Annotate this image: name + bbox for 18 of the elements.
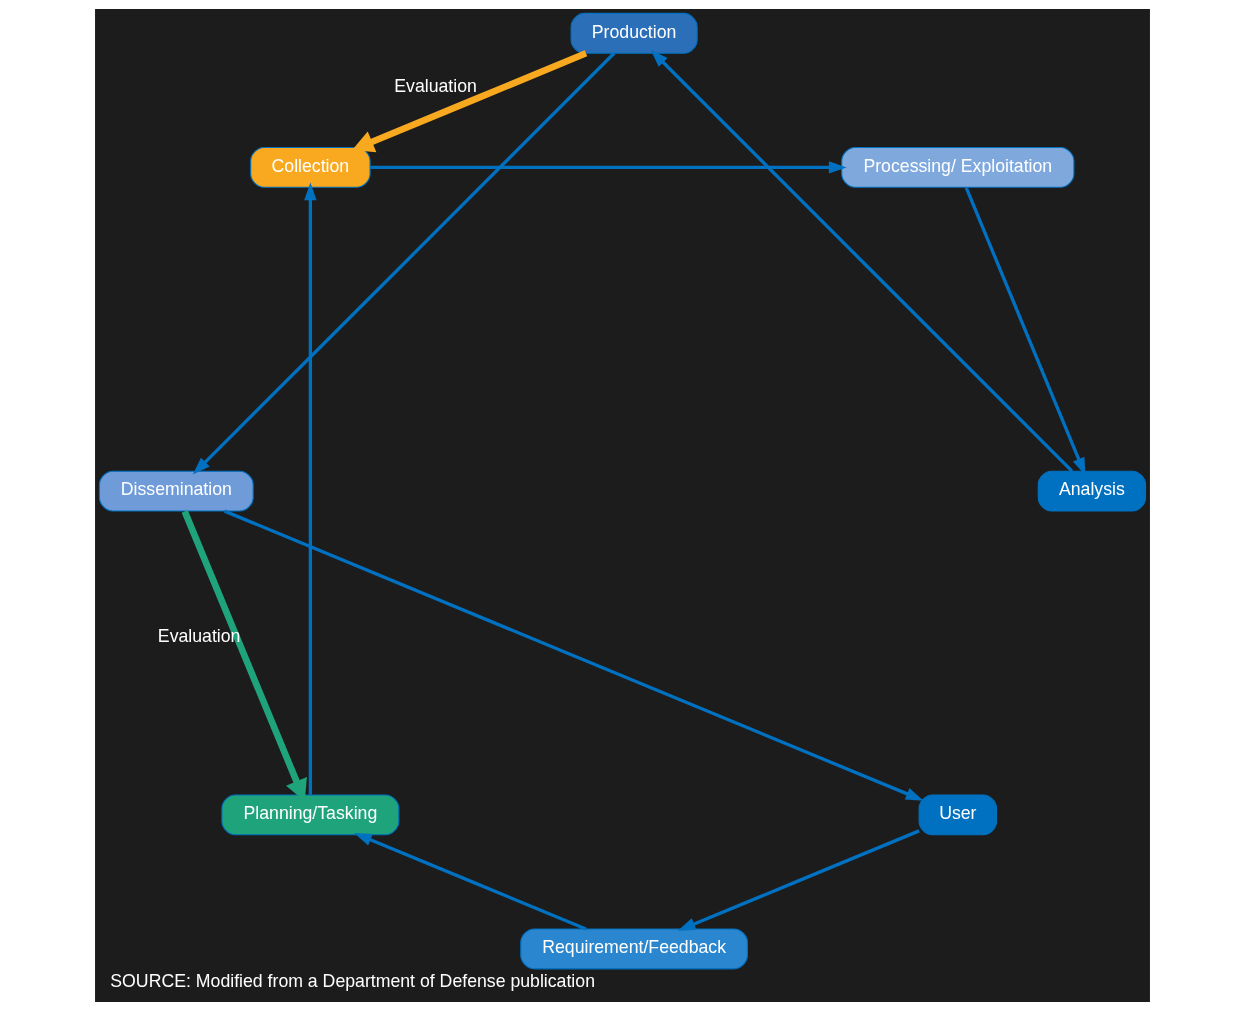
node-box: Collection [249, 146, 371, 188]
arrow [192, 51, 615, 475]
arrow [223, 509, 924, 801]
arrow [353, 832, 587, 931]
arrow [369, 160, 847, 174]
node-box: Processing/ Exploitation [840, 146, 1074, 188]
arrow [303, 182, 317, 795]
arrow [964, 186, 1085, 475]
node-box: Analysis [1037, 470, 1146, 512]
edge-label: Evaluation [393, 75, 477, 96]
node-box: User [918, 793, 997, 835]
caption: SOURCE: Modified from a Department of Defense publication [109, 970, 595, 991]
node-box: Requirement/Feedback [519, 927, 748, 969]
arrow [351, 49, 587, 152]
node-box: Production [570, 12, 698, 54]
node-box: Dissemination [98, 470, 254, 512]
node-box: Planning/Tasking [220, 793, 399, 835]
arrow [677, 828, 920, 931]
